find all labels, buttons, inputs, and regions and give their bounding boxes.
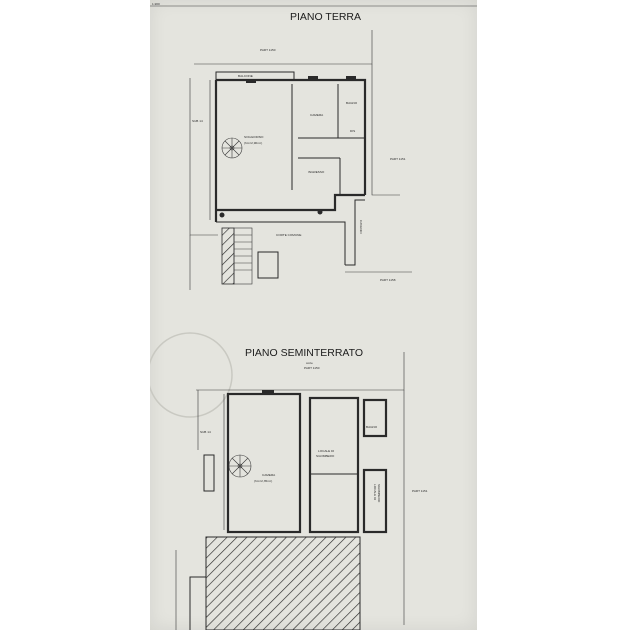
basement-stair-step-4 — [231, 457, 249, 475]
ground-bath-label: BAGNO — [346, 101, 358, 105]
ground-marker-right — [317, 209, 323, 215]
ground-part-top-label: PART 1150 — [260, 48, 276, 52]
basement-part-top-b: PART 1150 — [304, 366, 320, 370]
ground-boundary-top — [194, 30, 373, 65]
ground-side-wall — [345, 199, 365, 266]
ground-boundary-right — [371, 64, 400, 196]
ground-window-2 — [308, 76, 318, 80]
ground-stair-external — [221, 227, 235, 285]
ground-courtyard-label: CORTE COMUNE — [276, 233, 301, 237]
ground-stair-step-4 — [224, 140, 240, 156]
ground-wall-south — [216, 193, 365, 212]
ground-window-1 — [246, 80, 256, 83]
ground-wc-label: DIS — [350, 129, 355, 133]
basement-room-height: (hm=2,35ml.) — [254, 479, 272, 483]
ground-window-3 — [346, 76, 356, 80]
basement-lower-left-wall — [189, 576, 206, 630]
basement-bath-label: BAGNO — [366, 425, 378, 429]
basement-storage2-label-a: LOCALE DI — [373, 484, 377, 500]
ground-boundary-left — [189, 78, 218, 236]
ground-balcony — [215, 71, 295, 81]
ground-marker-left — [219, 212, 225, 218]
basement-part-top-a: corte — [306, 361, 313, 365]
plan-sheet: 1:200 PIANO TERRA PART 1150 BALCONE — [150, 0, 477, 630]
basement-storage2-room — [362, 468, 388, 534]
ground-part-right-label: PART 1151 — [390, 157, 406, 161]
ground-floor-title: PIANO TERRA — [290, 11, 361, 23]
sheet-corner-label: 1:200 — [152, 2, 160, 6]
ground-wall-north-east — [216, 78, 367, 195]
ground-floor-plan: PIANO TERRA PART 1150 BALCONE — [189, 11, 412, 290]
basement-storage2-label-b: SGOMBERO — [377, 484, 381, 503]
basement-title: PIANO SEMINTERRATO — [245, 347, 363, 359]
basement-plan: PIANO SEMINTERRATO corte PART 1150 CAMER… — [175, 347, 428, 630]
ground-wall-courtyard-north — [216, 221, 346, 265]
ground-entrance-label: INGRESSO — [308, 170, 325, 174]
basement-window — [262, 390, 274, 394]
ground-stair-treads — [234, 234, 252, 271]
ground-bedroom-label: CAMERA — [310, 113, 324, 117]
ground-side-label: CAVEDIO — [359, 220, 363, 234]
ground-sub-label: SUB 14 — [192, 119, 203, 123]
ground-living-height: (hm=2,90ml.) — [244, 141, 262, 145]
floor-plan-drawing: 1:200 PIANO TERRA PART 1150 BALCONE — [150, 2, 477, 630]
basement-room-label: CAMERA — [262, 473, 276, 477]
stamp-watermark — [150, 332, 233, 418]
ground-part-bottom-label: PART 1158 — [380, 278, 396, 282]
basement-side-niche — [203, 454, 215, 492]
basement-camera-room — [226, 392, 302, 534]
ground-balcony-label: BALCONE — [238, 74, 253, 78]
basement-hatched-area — [205, 536, 361, 630]
ground-living-label: SOGGIORNO — [244, 135, 264, 139]
basement-storage-room — [308, 396, 360, 534]
basement-bath-room — [362, 398, 388, 438]
basement-part-right-label: PART 1151 — [412, 489, 428, 493]
basement-sub-label: SUB 14 — [200, 430, 211, 434]
basement-storage-label-b: SGOMBERO — [316, 454, 335, 458]
basement-storage-label-a: LOCALE DI — [318, 449, 334, 453]
ground-courtyard-box — [257, 251, 279, 279]
